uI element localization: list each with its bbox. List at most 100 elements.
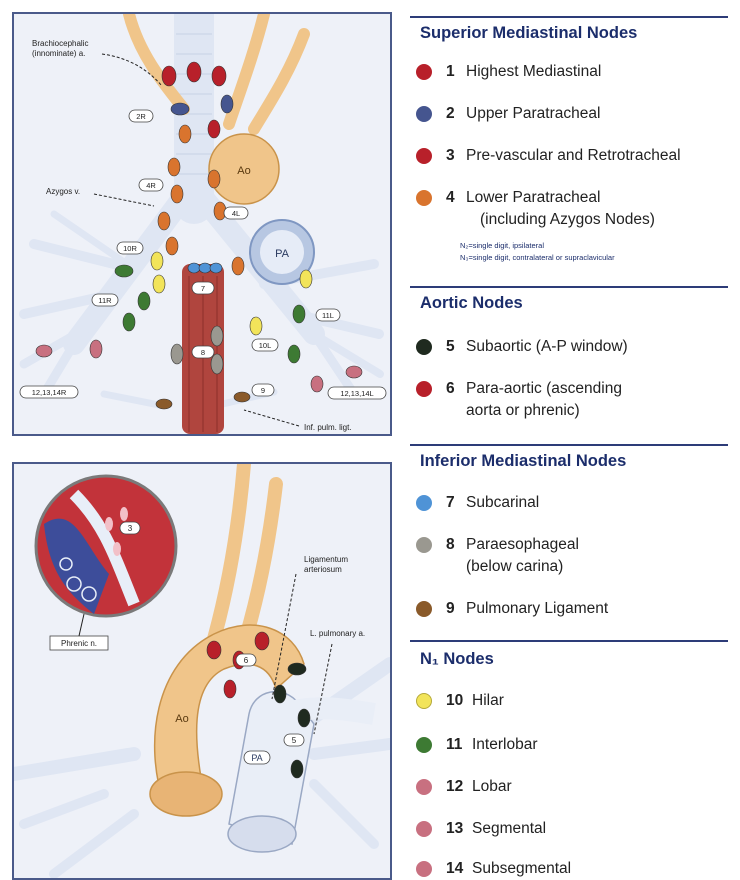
tag-7: 7 [201, 284, 205, 293]
section-title-aortic: Aortic Nodes [420, 294, 523, 313]
station-number: 10 [446, 690, 463, 711]
node-10l-a [250, 317, 262, 335]
section-title-superior: Superior Mediastinal Nodes [420, 24, 637, 43]
anterior-node-svg: Ao PA [14, 14, 390, 434]
node-swatch [416, 693, 432, 709]
lateral-node-diagram: Ao PA 3 Phrenic n. 6 5 Ligamentum [12, 462, 392, 880]
station-label: Pre-vascular and Retrotracheal [466, 145, 681, 166]
node-swatch [416, 339, 432, 355]
pulmonary-trunk-cut [228, 816, 296, 852]
lateral-pa-label: PA [251, 753, 262, 763]
node-9-a [234, 392, 250, 402]
node-7-b [199, 263, 211, 273]
node-1l [212, 66, 226, 86]
station-label: Highest Mediastinal [466, 61, 601, 82]
section-divider [410, 640, 728, 642]
tag-3: 3 [128, 524, 133, 533]
node-8-c [211, 354, 223, 374]
node-swatch [416, 601, 432, 617]
node-swatch [416, 779, 432, 795]
station-number: 6 [446, 378, 455, 399]
node-7-a [188, 263, 200, 273]
tag-2r: 2R [136, 112, 146, 121]
node-4r-a [168, 158, 180, 176]
node-6-a [207, 641, 221, 659]
n3-note: N₃=single digit, contralateral or suprac… [460, 252, 615, 263]
node-4l-a [208, 170, 220, 188]
tag-10r: 10R [123, 244, 137, 253]
node-11l-a [293, 305, 305, 323]
node-10l-b [300, 270, 312, 288]
station-number: 7 [446, 492, 455, 513]
station-label: Lobar [472, 776, 512, 797]
station-number: 5 [446, 336, 455, 357]
node-swatch [416, 190, 432, 206]
tag-4r: 4R [146, 181, 156, 190]
node-12l-b [346, 366, 362, 378]
node-2r [179, 125, 191, 143]
station-label-continued: (below carina) [466, 556, 563, 577]
node-10r-a [151, 252, 163, 270]
node-swatch [416, 537, 432, 553]
label-innominate: (innominate) a. [32, 49, 85, 58]
node-8-b [171, 344, 183, 364]
station-label: Subaortic (A-P window) [466, 336, 628, 357]
node-2r-upper [171, 103, 189, 115]
node-2l [221, 95, 233, 113]
label-inf-pulm-ligt: Inf. pulm. ligt. [304, 423, 352, 432]
node-swatch [416, 106, 432, 122]
node-5-d [291, 760, 303, 778]
node-5-a [288, 663, 306, 675]
tag-11l: 11L [322, 311, 334, 320]
station-number: 9 [446, 598, 455, 619]
pulmonary-artery-label: PA [275, 248, 290, 260]
label-phrenic: Phrenic n. [61, 639, 97, 648]
node-6-c [255, 632, 269, 650]
tag-6: 6 [244, 656, 249, 665]
section-divider [410, 444, 728, 446]
node-12r-a [36, 345, 52, 357]
tag-12-13-14l: 12,13,14L [340, 389, 373, 398]
node-10r-b [153, 275, 165, 293]
label-ligamentum: Ligamentum [304, 555, 348, 564]
node-11r-b [138, 292, 150, 310]
station-number: 1 [446, 61, 455, 82]
node-swatch [416, 64, 432, 80]
node-1r [162, 66, 176, 86]
node-11l-b [288, 345, 300, 363]
station-label: Interlobar [472, 734, 537, 755]
node-4r-c [158, 212, 170, 230]
tag-11r: 11R [98, 296, 112, 305]
node-swatch [416, 495, 432, 511]
node-7-c [210, 263, 222, 273]
station-number: 12 [446, 776, 463, 797]
section-divider [410, 16, 728, 18]
station-number: 11 [446, 734, 462, 755]
tag-5: 5 [292, 736, 297, 745]
station-label: Subcarinal [466, 492, 539, 513]
station-label-continued: aorta or phrenic) [466, 400, 580, 421]
label-arteriosum: arteriosum [304, 565, 342, 574]
node-12r-b [90, 340, 102, 358]
phrenic-leader [79, 614, 84, 636]
label-brachiocephalic: Brachiocephalic [32, 39, 88, 48]
station-label: Subsegmental [472, 858, 571, 879]
tag-10l: 10L [259, 341, 272, 350]
node-6-d [224, 680, 236, 698]
station-number: 14 [446, 858, 463, 879]
node-11r-c [123, 313, 135, 331]
node-5-b [274, 685, 286, 703]
station-label: Paraesophageal [466, 534, 579, 555]
node-swatch [416, 148, 432, 164]
node-4r-d [166, 237, 178, 255]
aorta-cut-shape [150, 772, 222, 816]
station-label: Upper Paratracheal [466, 103, 600, 124]
tag-12-13-14r: 12,13,14R [32, 388, 67, 397]
station-label: Para-aortic (ascending [466, 378, 622, 399]
node-3 [208, 120, 220, 138]
node-swatch [416, 737, 432, 753]
node-4l-c [232, 257, 244, 275]
station-number: 4 [446, 187, 455, 208]
station-number: 3 [446, 145, 455, 166]
node-12l-a [311, 376, 323, 392]
